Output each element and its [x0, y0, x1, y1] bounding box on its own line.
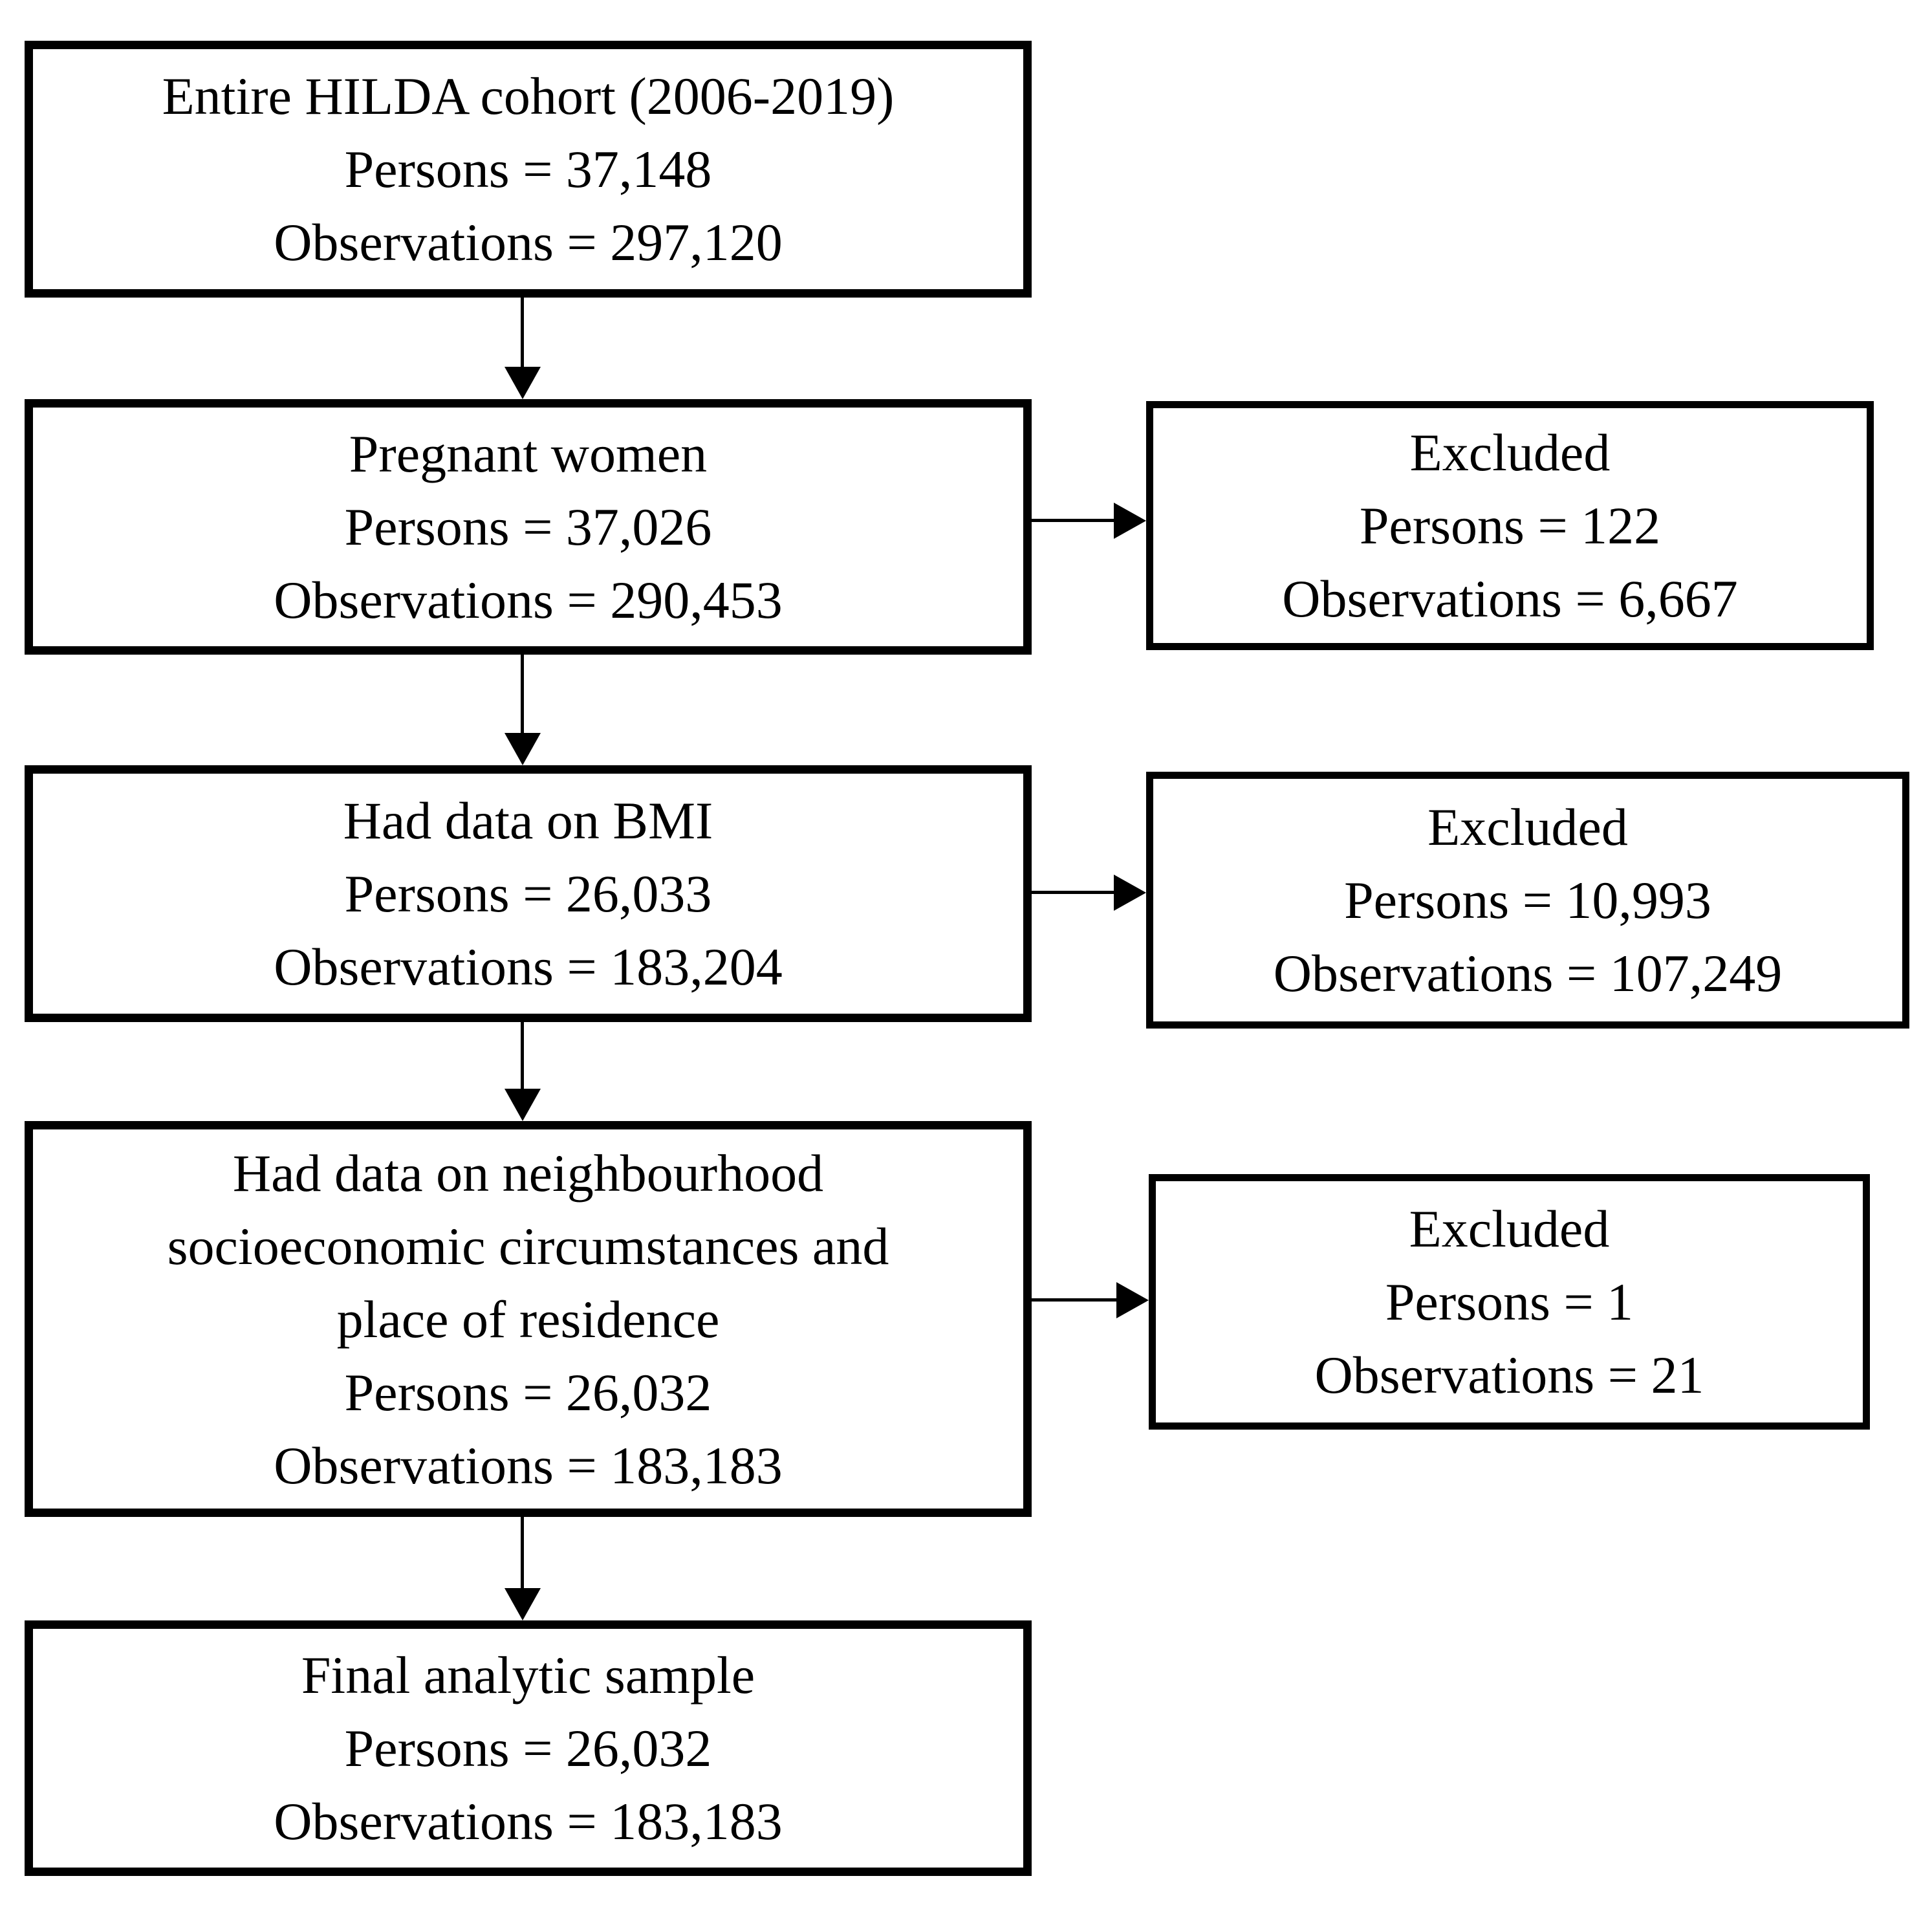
arrow-stem [521, 1517, 524, 1591]
box-observations: Observations = 183,204 [274, 937, 783, 996]
box-observations: Observations = 107,249 [1273, 944, 1783, 1003]
box-persons: Persons = 37,026 [344, 497, 712, 556]
box-persons: Persons = 1 [1385, 1272, 1634, 1331]
flow-box-excluded-1: Excluded Persons = 122 Observations = 6,… [1146, 401, 1874, 650]
arrow-stem [521, 298, 524, 370]
box-persons: Persons = 26,032 [344, 1719, 712, 1778]
box-title: Entire HILDA cohort (2006-2019) [162, 67, 895, 125]
arrow-right-icon [1114, 503, 1146, 539]
box-observations: Observations = 183,183 [274, 1435, 783, 1495]
arrow-stem [1032, 519, 1117, 522]
box-observations: Observations = 21 [1314, 1346, 1704, 1404]
flow-box-entire-cohort: Entire HILDA cohort (2006-2019) Persons … [25, 41, 1032, 298]
box-persons: Persons = 122 [1359, 496, 1661, 555]
box-title: Had data on BMI [343, 791, 713, 850]
box-title: Pregnant women [349, 424, 708, 483]
box-title: Excluded [1409, 423, 1611, 482]
arrow-stem [521, 1022, 524, 1092]
box-observations: Observations = 297,120 [274, 213, 783, 272]
arrow-down-icon [505, 1089, 541, 1121]
arrow-down-icon [505, 1588, 541, 1620]
flow-box-final-analytic-sample: Final analytic sample Persons = 26,032 O… [25, 1620, 1032, 1876]
box-title: Had data on neighbourhood socioeconomic … [167, 1143, 889, 1349]
arrow-stem [1032, 1298, 1120, 1302]
box-title: Excluded [1409, 1199, 1610, 1258]
box-persons: Persons = 26,032 [344, 1362, 712, 1422]
flow-box-excluded-3: Excluded Persons = 1 Observations = 21 [1149, 1174, 1870, 1430]
box-title: Final analytic sample [301, 1646, 755, 1705]
flow-box-had-neighbourhood-data: Had data on neighbourhood socioeconomic … [25, 1121, 1032, 1517]
arrow-right-icon [1114, 875, 1146, 911]
box-observations: Observations = 290,453 [274, 571, 783, 629]
flow-box-had-bmi-data: Had data on BMI Persons = 26,033 Observa… [25, 765, 1032, 1022]
box-persons: Persons = 26,033 [344, 864, 712, 923]
box-observations: Observations = 183,183 [274, 1792, 783, 1851]
arrow-stem [521, 655, 524, 736]
flow-box-pregnant-women: Pregnant women Persons = 37,026 Observat… [25, 399, 1032, 655]
box-title: Excluded [1427, 798, 1628, 856]
flow-box-excluded-2: Excluded Persons = 10,993 Observations =… [1146, 772, 1909, 1029]
arrow-down-icon [505, 367, 541, 399]
box-persons: Persons = 37,148 [344, 140, 712, 199]
box-persons: Persons = 10,993 [1344, 871, 1711, 930]
arrow-down-icon [505, 733, 541, 765]
arrow-stem [1032, 891, 1117, 894]
box-observations: Observations = 6,667 [1282, 569, 1738, 628]
arrow-right-icon [1116, 1282, 1149, 1318]
